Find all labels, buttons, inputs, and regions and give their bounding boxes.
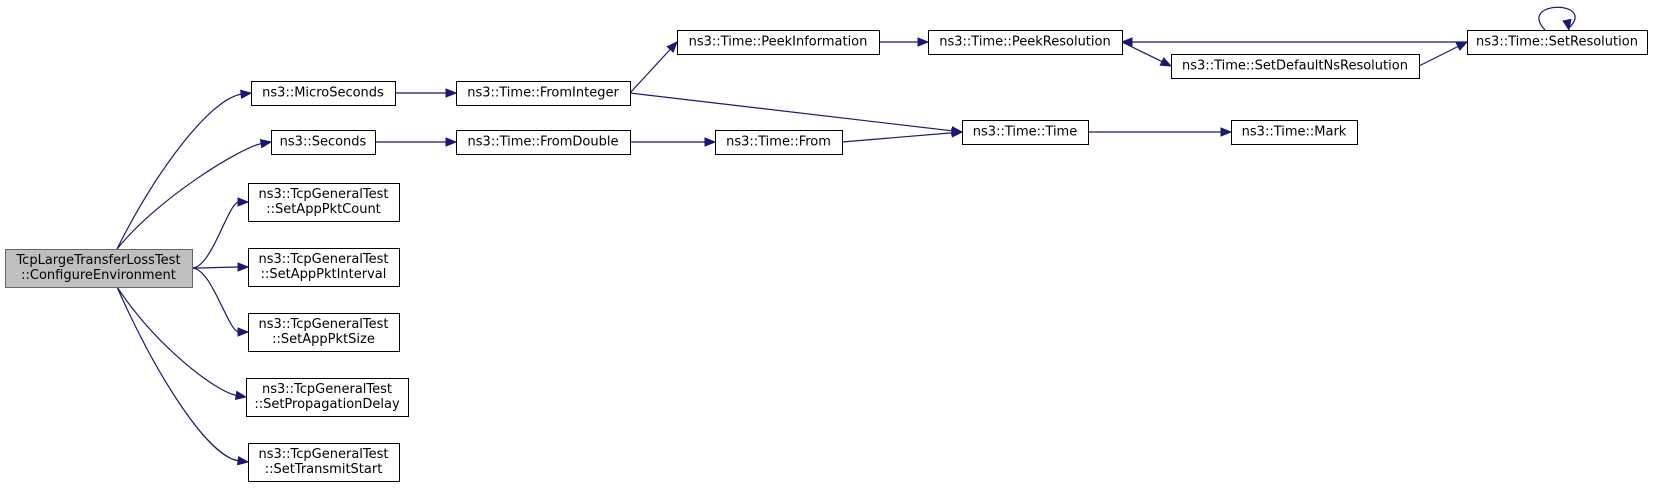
arrowhead-setres-to-setres: [1562, 18, 1572, 32]
node-box-setdef: [1171, 54, 1420, 79]
node-label-root-1: ::ConfigureEnvironment: [21, 268, 176, 283]
node-label-peekres-0: ns3::Time::PeekResolution: [939, 35, 1110, 50]
node-label-micro-0: ns3::MicroSeconds: [262, 86, 384, 101]
node-setres[interactable]: ns3::Time::SetResolution: [1467, 30, 1648, 55]
edge-root-to-seconds: [116, 142, 263, 250]
arrowhead-root-to-micro: [239, 89, 253, 100]
node-seconds[interactable]: ns3::Seconds: [271, 130, 376, 155]
edge-from-to-time: [841, 132, 954, 143]
node-box-seconds: [271, 130, 376, 155]
edge-root-to-delay: [116, 286, 238, 397]
edge-root-to-size: [191, 267, 240, 333]
node-box-micro: [251, 81, 396, 106]
edge-root-to-interval: [191, 266, 240, 269]
node-time[interactable]: ns3::Time::Time: [962, 120, 1089, 145]
node-label-fromdbl-0: ns3::Time::FromDouble: [468, 135, 619, 150]
edge-peekres-to-setdef: [1121, 41, 1164, 63]
node-label-delay-1: ::SetPropagationDelay: [254, 397, 400, 412]
node-label-count-1: ::SetAppPktCount: [266, 202, 381, 217]
node-box-count: [248, 183, 400, 222]
node-label-setdef-0: ns3::Time::SetDefaultNsResolution: [1182, 59, 1408, 74]
node-box-root: [5, 249, 193, 288]
node-fromdbl[interactable]: ns3::Time::FromDouble: [456, 130, 631, 155]
edge-setres-to-setres: [1538, 6, 1576, 31]
edge-setdef-to-setres: [1418, 45, 1460, 67]
node-box-time: [962, 120, 1089, 145]
node-box-peekres: [928, 30, 1123, 55]
edge-root-to-micro: [116, 93, 243, 250]
arrowhead-fromint-to-peekinfo: [666, 41, 678, 53]
node-label-size-1: ::SetAppPktSize: [272, 332, 375, 347]
node-count[interactable]: ns3::TcpGeneralTest::SetAppPktCount: [248, 183, 400, 222]
node-label-from-0: ns3::Time::From: [726, 135, 831, 150]
node-label-setres-0: ns3::Time::SetResolution: [1476, 35, 1638, 50]
edge-root-to-start: [116, 286, 240, 462]
node-interval[interactable]: ns3::TcpGeneralTest::SetAppPktInterval: [248, 248, 400, 287]
node-label-time-0: ns3::Time::Time: [973, 125, 1077, 140]
node-box-delay: [246, 378, 409, 417]
arrowhead-peekres-to-setdef: [1159, 57, 1173, 67]
node-micro[interactable]: ns3::MicroSeconds: [251, 81, 396, 106]
edge-root-to-count: [191, 201, 240, 269]
arrowhead-micro-to-fromint: [445, 88, 458, 98]
node-root[interactable]: TcpLargeTransferLossTest::ConfigureEnvir…: [5, 249, 193, 288]
node-label-interval-1: ::SetAppPktInterval: [261, 267, 387, 282]
arrowhead-root-to-interval: [237, 262, 250, 272]
node-start[interactable]: ns3::TcpGeneralTest::SetTransmitStart: [248, 443, 400, 482]
node-size[interactable]: ns3::TcpGeneralTest::SetAppPktSize: [248, 313, 400, 352]
node-label-seconds-0: ns3::Seconds: [280, 135, 367, 150]
node-label-delay-0: ns3::TcpGeneralTest: [262, 382, 392, 397]
arrowhead-root-to-delay: [234, 390, 248, 400]
node-box-peekinfo: [677, 30, 880, 55]
node-peekres[interactable]: ns3::Time::PeekResolution: [928, 30, 1123, 55]
arrowhead-root-to-size: [237, 327, 250, 337]
node-label-start-1: ::SetTransmitStart: [265, 462, 383, 477]
arrowhead-from-to-time: [951, 128, 964, 138]
node-label-interval-0: ns3::TcpGeneralTest: [258, 252, 388, 267]
node-label-count-0: ns3::TcpGeneralTest: [258, 187, 388, 202]
edges-layer: [116, 6, 1576, 466]
node-box-size: [248, 313, 400, 352]
node-label-mark-0: ns3::Time::Mark: [1242, 125, 1347, 140]
node-fromint[interactable]: ns3::Time::FromInteger: [456, 81, 631, 106]
arrowhead-setdef-to-setres: [1455, 41, 1469, 51]
node-label-root-0: TcpLargeTransferLossTest: [15, 253, 180, 268]
arrowhead-root-to-count: [237, 197, 250, 207]
node-mark[interactable]: ns3::Time::Mark: [1231, 120, 1358, 145]
node-box-interval: [248, 248, 400, 287]
arrowhead-setres-to-peekres: [1120, 37, 1133, 47]
edge-fromint-to-peekinfo: [629, 48, 672, 94]
node-box-from: [715, 130, 843, 155]
node-label-start-0: ns3::TcpGeneralTest: [258, 447, 388, 462]
node-label-peekinfo-0: ns3::Time::PeekInformation: [689, 35, 868, 50]
node-label-size-0: ns3::TcpGeneralTest: [258, 317, 388, 332]
node-setdef[interactable]: ns3::Time::SetDefaultNsResolution: [1171, 54, 1420, 79]
node-box-fromdbl: [456, 130, 631, 155]
node-peekinfo[interactable]: ns3::Time::PeekInformation: [677, 30, 880, 55]
arrowhead-fromdbl-to-from: [704, 137, 717, 147]
arrowhead-peekinfo-to-peekres: [917, 37, 930, 47]
node-box-fromint: [456, 81, 631, 106]
edge-fromint-to-time: [629, 92, 954, 132]
node-delay[interactable]: ns3::TcpGeneralTest::SetPropagationDelay: [246, 378, 409, 417]
node-box-mark: [1231, 120, 1358, 145]
arrowhead-seconds-to-fromdbl: [445, 137, 458, 147]
node-from[interactable]: ns3::Time::From: [715, 130, 843, 155]
arrowhead-time-to-mark: [1220, 127, 1233, 137]
nodes-layer: TcpLargeTransferLossTest::ConfigureEnvir…: [5, 30, 1648, 482]
arrowhead-root-to-seconds: [259, 139, 273, 149]
node-box-setres: [1467, 30, 1648, 55]
node-label-fromint-0: ns3::Time::FromInteger: [467, 86, 619, 101]
node-box-start: [248, 443, 400, 482]
arrowhead-root-to-start: [236, 455, 250, 466]
